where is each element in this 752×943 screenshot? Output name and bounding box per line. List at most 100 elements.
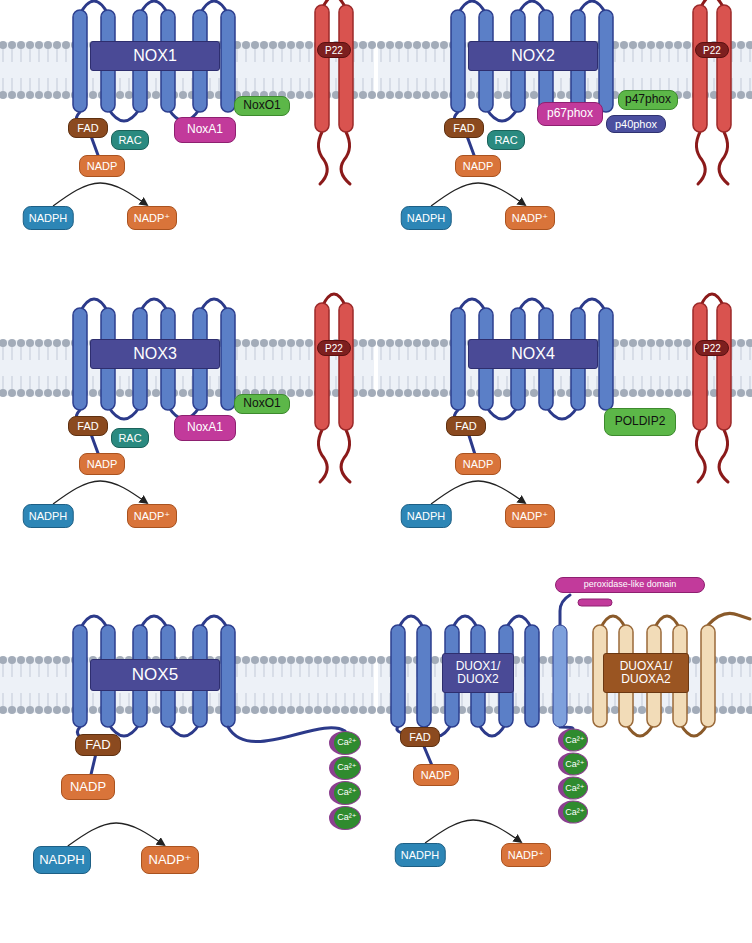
protein (73, 294, 353, 482)
node-label: RAC (494, 134, 517, 146)
node-label: NoxO1 (243, 397, 280, 410)
reaction-arrow (431, 481, 525, 504)
subunit-box: FAD (68, 118, 108, 138)
node-label: FAD (453, 122, 474, 134)
node-label: NADPH (407, 212, 446, 224)
node-label: NADP⁺ (149, 853, 192, 867)
reaction-arrow (425, 820, 521, 843)
subunit-box: NADP⁺ (501, 843, 551, 867)
subunit-box: NADP (79, 453, 125, 475)
subunit-box: NADPH (395, 843, 446, 867)
subunit-box: NADPH (23, 504, 74, 528)
node-label: NOX3 (133, 345, 177, 363)
subunit-box: FAD (68, 416, 108, 436)
subunit-box: P22 (317, 340, 351, 356)
protein (391, 595, 750, 775)
subunit-box: p40phox (606, 115, 666, 133)
node-label: Ca²⁺ (337, 738, 356, 748)
node-label: NADPH (407, 510, 446, 522)
subunit-box: NADP⁺ (505, 504, 555, 528)
subunit-box: NADPH (401, 206, 452, 230)
node-label: NADP⁺ (134, 212, 170, 224)
subunit-box: FAD (75, 734, 121, 756)
node-label: NADP (87, 458, 118, 470)
subunit-box: NADP (61, 774, 115, 800)
ion-circle: Ca²⁺ (329, 731, 361, 755)
subunit-box: NADP⁺ (141, 846, 199, 874)
node-label: NoxA1 (187, 123, 223, 136)
protein (73, 616, 345, 787)
node-label: NADP (463, 458, 494, 470)
subunit-box: NADP⁺ (505, 206, 555, 230)
node-label: NADP (87, 160, 118, 172)
node-label: NoxO1 (243, 99, 280, 112)
node-label: FAD (77, 420, 98, 432)
node-label: DUOXA1/ DUOXA2 (609, 660, 683, 686)
node-label: p47phox (625, 93, 671, 106)
subunit-box: NADP⁺ (127, 206, 177, 230)
subunit-box: POLDIP2 (604, 408, 676, 436)
subunit-box: NADPH (401, 504, 452, 528)
ion-circle: Ca²⁺ (558, 777, 588, 800)
subunit-box: FAD (400, 727, 440, 747)
reaction-arrow (53, 481, 147, 504)
node-label: p67phox (547, 107, 593, 120)
ion-circle: Ca²⁺ (329, 806, 361, 830)
subunit-box: peroxidase-like domain (555, 577, 705, 593)
ion-circle: Ca²⁺ (329, 756, 361, 780)
node-label: Ca²⁺ (565, 759, 584, 769)
node-label: Ca²⁺ (565, 807, 584, 817)
node-label: P22 (703, 45, 721, 56)
subunit-box: p67phox (537, 102, 603, 126)
subunit-box: DUOXA1/ DUOXA2 (603, 653, 689, 693)
ion-circle: Ca²⁺ (558, 753, 588, 776)
ion-circle: Ca²⁺ (558, 729, 588, 752)
node-label: NADP (463, 160, 494, 172)
protein (451, 294, 731, 482)
subunit-box: NADPH (33, 846, 91, 874)
subunit-box: NOX1 (90, 41, 220, 71)
subunit-box: NADP (455, 155, 501, 177)
node-label: Ca²⁺ (337, 763, 356, 773)
protein (451, 0, 731, 184)
node-label: NADP⁺ (512, 510, 548, 522)
subunit-box: NADP (413, 764, 459, 786)
node-label: DUOX1/ DUOX2 (448, 660, 508, 686)
node-label: FAD (77, 122, 98, 134)
protein (73, 0, 353, 184)
node-label: NADP (421, 769, 452, 781)
reaction-arrow (68, 823, 164, 846)
subunit-box: FAD (444, 118, 484, 138)
subunit-box: NOX4 (468, 339, 598, 369)
node-label: NOX2 (511, 47, 555, 65)
subunit-box: FAD (446, 416, 486, 436)
subunit-box: RAC (111, 428, 149, 448)
node-label: P22 (325, 343, 343, 354)
subunit-box: p47phox (618, 90, 678, 110)
reaction-arrow (431, 183, 525, 206)
subunit-box: RAC (487, 130, 525, 150)
node-label: NADPH (29, 510, 68, 522)
node-label: Ca²⁺ (565, 783, 584, 793)
reaction-arrow (53, 183, 147, 206)
node-label: NADP (70, 780, 106, 794)
node-label: NOX1 (133, 47, 177, 65)
node-label: P22 (703, 343, 721, 354)
node-label: P22 (325, 45, 343, 56)
subunit-box: NoxA1 (174, 117, 236, 143)
subunit-box: P22 (695, 42, 729, 58)
node-label: p40phox (615, 118, 657, 130)
subunit-box: NoxO1 (234, 394, 290, 414)
node-label: FAD (455, 420, 476, 432)
node-label: NoxA1 (187, 421, 223, 434)
subunit-box: NADP⁺ (127, 504, 177, 528)
subunit-box: NoxO1 (234, 96, 290, 116)
subunit-box: NADP (79, 155, 125, 177)
node-label: NADP⁺ (134, 510, 170, 522)
node-label: POLDIP2 (615, 415, 666, 428)
node-label: NOX5 (132, 666, 178, 685)
node-label: RAC (118, 134, 141, 146)
subunit-box: NOX5 (90, 659, 220, 691)
subunit-box: NOX2 (468, 41, 598, 71)
